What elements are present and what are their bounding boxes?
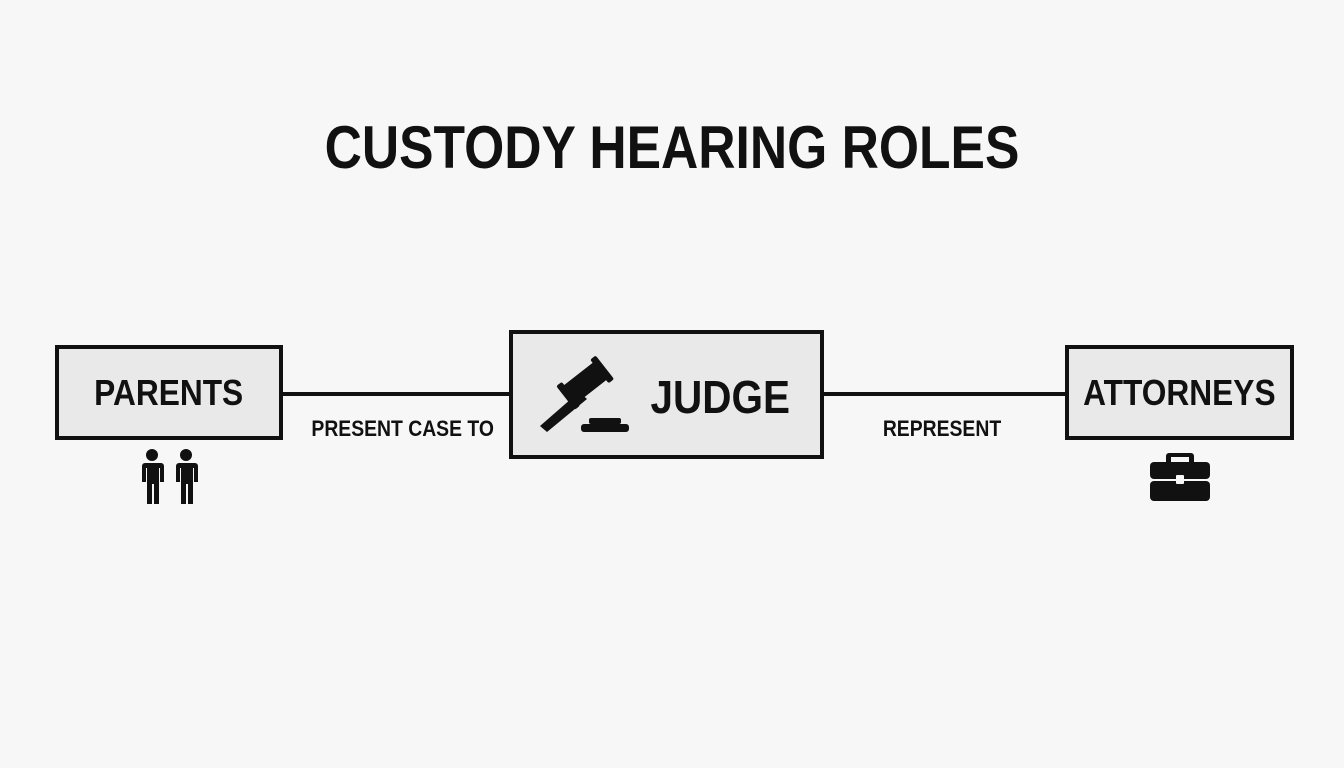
briefcase-icon <box>1149 450 1211 502</box>
edge-label-present-case-to: PRESENT CASE TO <box>311 416 494 441</box>
node-judge: JUDGE <box>509 330 824 459</box>
edge-label-represent: REPRESENT <box>882 416 1002 441</box>
node-parents: PARENTS <box>55 345 283 440</box>
connector-judge-attorneys <box>822 392 1067 396</box>
node-parents-label: PARENTS <box>94 371 244 413</box>
node-attorneys-label: ATTORNEYS <box>1083 371 1276 413</box>
connector-parents-judge <box>281 392 512 396</box>
gavel-icon <box>535 354 631 438</box>
two-people-icon <box>137 448 201 506</box>
node-judge-label: JUDGE <box>650 371 790 423</box>
node-attorneys: ATTORNEYS <box>1065 345 1294 440</box>
diagram-title: CUSTODY HEARING ROLES <box>324 114 1020 181</box>
